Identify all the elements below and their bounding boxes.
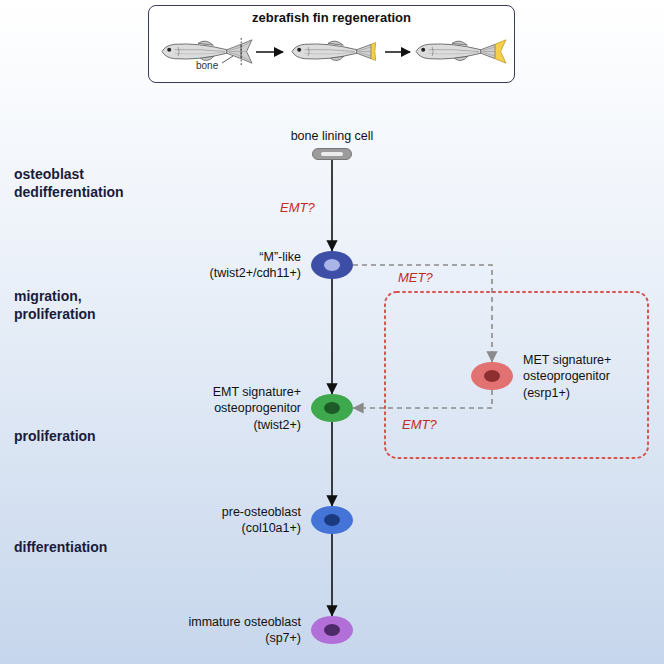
node-text-group: bone lining cell: [291, 128, 374, 144]
title-text: zebrafish fin regeneration: [149, 10, 514, 27]
arrow: [331, 422, 333, 506]
stage-label: proliferation: [14, 428, 164, 446]
cell-node: “M”-like (twist2+/cdh11+): [311, 251, 353, 279]
cell-label: EMT signature+ osteoprogenitor (twist2+): [179, 384, 301, 433]
cell-nucleus: [324, 259, 340, 271]
edge-label: EMT?: [402, 417, 437, 432]
stage-label: osteoblast dedifferentiation: [14, 166, 164, 201]
cell-node: pre-osteoblast (col10a1+): [311, 506, 353, 534]
cell-nucleus: [324, 624, 340, 636]
arrow: [331, 279, 333, 394]
cell-label: MET signature+ osteoprogenitor (esrp1+): [523, 352, 637, 401]
edge-label: MET?: [398, 270, 433, 285]
part-label: bone: [196, 60, 218, 73]
cell-nucleus: [484, 370, 500, 382]
cell-label: immature osteoblast (sp7+): [179, 614, 301, 647]
cell-nucleus: [324, 402, 340, 414]
dotted-region: [385, 292, 648, 458]
node-text-group: zebrafish fin regeneration: [149, 10, 514, 27]
fish-regenerating: [292, 41, 376, 60]
stage-label: differentiation: [14, 539, 164, 557]
cell-node: MET signature+ osteoprogenitor (esrp1+): [471, 362, 513, 390]
node-text-group: MET signature+ osteoprogenitor (esrp1+): [523, 352, 637, 401]
title-box-fill: [148, 5, 515, 83]
arrow: [331, 160, 333, 251]
leader-line: [222, 56, 233, 63]
node-text-group: “M”-like (twist2+/cdh11+): [179, 249, 301, 282]
node-text-group: EMT signature+ osteoprogenitor (twist2+): [179, 384, 301, 433]
cell-node: immature osteoblast (sp7+): [311, 616, 353, 644]
lining-cell: bone lining cell: [312, 148, 352, 160]
cell-nucleus: [324, 514, 340, 526]
dashed-arrow: [353, 265, 492, 362]
stage-arrow: [256, 51, 283, 53]
cell-label: pre-osteoblast (col10a1+): [179, 504, 301, 537]
cell-highlight: [321, 152, 343, 156]
node-text-group: pre-osteoblast (col10a1+): [179, 504, 301, 537]
arrow: [331, 534, 333, 616]
node-text-group: immature osteoblast (sp7+): [179, 614, 301, 647]
cell-label: “M”-like (twist2+/cdh11+): [179, 249, 301, 282]
cell-node: EMT signature+ osteoprogenitor (twist2+): [311, 394, 353, 422]
dashed-arrow: [353, 390, 492, 408]
stage-arrow: [385, 51, 410, 53]
fish-regenerated: [416, 40, 506, 63]
edge-label: EMT?: [280, 200, 315, 215]
cell-label: bone lining cell: [291, 128, 374, 144]
stage-label: migration, proliferation: [14, 288, 164, 323]
title-box: zebrafish fin regeneration: [148, 5, 515, 83]
